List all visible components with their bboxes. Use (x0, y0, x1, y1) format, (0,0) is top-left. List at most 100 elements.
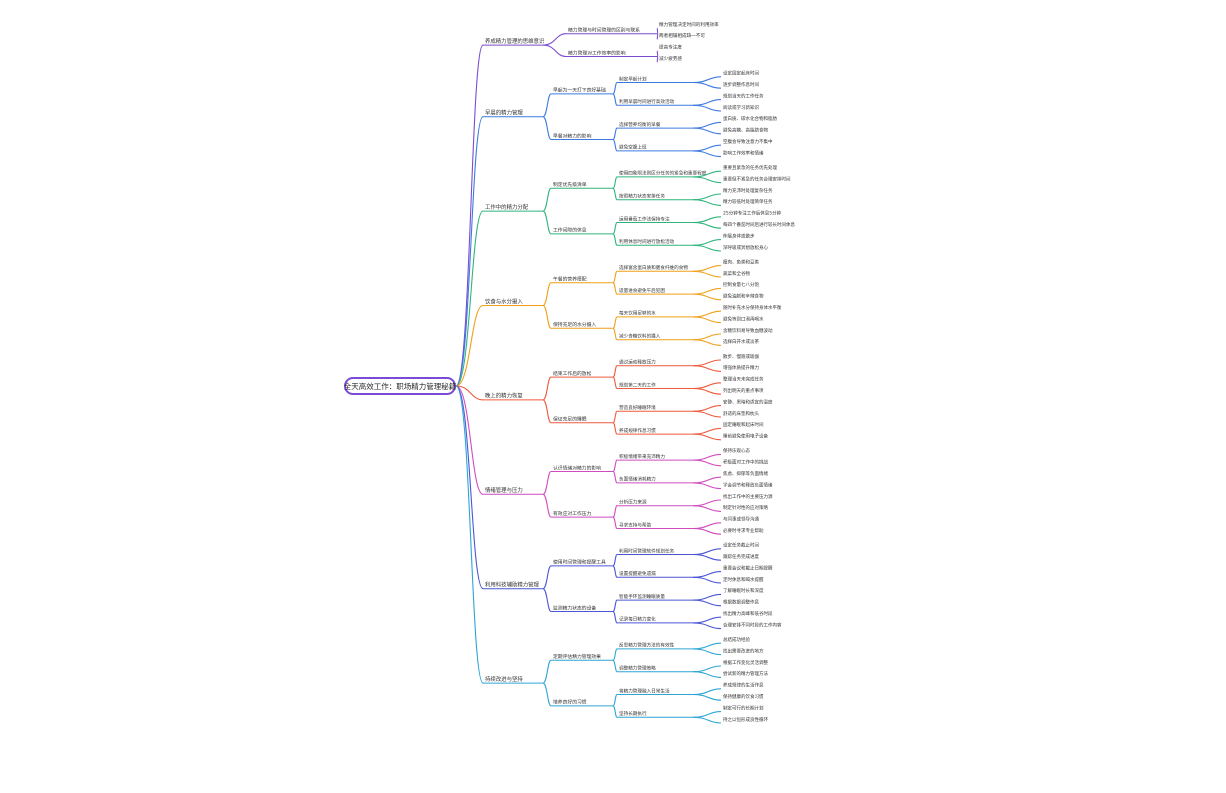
leaf-7-1-0-1[interactable]: 保持健康的饮食习惯 (723, 693, 764, 700)
node-l1-0[interactable]: 养成精力管理的思维意识 (485, 37, 545, 45)
node-l3-3-1-0[interactable]: 每天饮用足够的水 (619, 310, 656, 317)
leaf-1-0-0-1[interactable]: 逐步调整作息时间 (723, 81, 759, 88)
node-l2-7-0[interactable]: 定期评估精力管理效果 (553, 653, 601, 660)
node-l3-3-0-1[interactable]: 适量进食避免午后犯困 (619, 287, 665, 294)
node-l3-1-1-0[interactable]: 选择营养均衡的早餐 (619, 121, 661, 128)
leaf-1-0-0-0[interactable]: 设定固定起床时间 (723, 70, 759, 77)
node-l3-7-0-0[interactable]: 反思精力管理方法的有效性 (619, 642, 675, 649)
node-l2-0-0[interactable]: 精力管理与时间管理的区别与联系 (568, 27, 640, 34)
node-l2-2-1[interactable]: 工作间隙的休息 (553, 227, 587, 234)
node-l2-3-0[interactable]: 午餐的营养搭配 (553, 276, 587, 283)
leaf-5-1-1-1[interactable]: 必要时寻求专业帮助 (723, 527, 764, 534)
leaf-1-0-1-1[interactable]: 阅读或学习新知识 (723, 104, 759, 111)
leaf-2-1-0-0[interactable]: 25分钟专注工作后休息5分钟 (723, 210, 782, 217)
node-l3-6-0-0[interactable]: 利用时间管理软件规划任务 (619, 547, 675, 554)
leaf-1-1-1-0[interactable]: 空腹会导致注意力不集中 (723, 138, 773, 145)
root-node[interactable]: 全天高效工作：职场精力管理秘籍 (344, 377, 456, 395)
node-l3-1-0-1[interactable]: 利用早晨时间进行高效活动 (619, 98, 675, 105)
node-l3-5-1-1[interactable]: 寻求支持与帮助 (619, 521, 652, 528)
node-l3-4-1-0[interactable]: 营造良好睡眠环境 (619, 404, 656, 411)
leaf-2-0-1-0[interactable]: 精力充沛时处理复杂任务 (723, 187, 773, 194)
node-l3-6-1-1[interactable]: 记录每日精力变化 (619, 616, 656, 623)
node-l2-5-1[interactable]: 有效应对工作压力 (553, 510, 592, 517)
leaf-3-1-0-1[interactable]: 避免等到口渴再喝水 (723, 315, 764, 322)
leaf-6-1-0-0[interactable]: 了解睡眠时长和深度 (723, 587, 764, 594)
leaf-7-1-1-1[interactable]: 持之以恒形成良性循环 (723, 716, 768, 723)
leaf-7-0-1-0[interactable]: 根据工作变化灵活调整 (723, 659, 768, 666)
leaf-3-1-1-1[interactable]: 选择白开水或淡茶 (723, 338, 759, 345)
leaf-6-0-0-0[interactable]: 设定任务截止时间 (723, 542, 759, 549)
leaf-2-0-1-1[interactable]: 精力较低时处理简单任务 (723, 198, 773, 205)
node-l2-0-1[interactable]: 精力管理对工作效率的影响 (568, 49, 626, 56)
leaf-0-0-1[interactable]: 两者相辅相成缺一不可 (659, 32, 705, 39)
node-l3-2-0-0[interactable]: 使用四象限法则区分任务的紧急和重要程度 (619, 170, 707, 177)
node-l3-2-1-0[interactable]: 运用番茄工作法保持专注 (619, 215, 670, 222)
leaf-4-0-0-0[interactable]: 散步、慢跑或瑜伽 (723, 353, 759, 360)
node-l3-4-1-1[interactable]: 养成规律作息习惯 (619, 427, 656, 434)
node-l1-7[interactable]: 持续改进与坚持 (485, 675, 523, 683)
node-l3-6-0-1[interactable]: 设置提醒避免遗漏 (619, 570, 656, 577)
node-l3-4-0-0[interactable]: 通过运动释放压力 (619, 359, 656, 366)
leaf-1-1-1-1[interactable]: 影响工作效率和情绪 (723, 149, 764, 156)
leaf-4-1-1-1[interactable]: 睡前避免使用电子设备 (723, 433, 768, 440)
node-l1-6[interactable]: 利用科技辅助精力管理 (485, 581, 540, 589)
leaf-3-0-0-1[interactable]: 蔬菜和全谷物 (723, 270, 750, 277)
node-l3-7-1-0[interactable]: 将精力管理融入日常生活 (619, 687, 670, 694)
node-l3-5-0-1[interactable]: 负面情绪消耗精力 (619, 476, 656, 483)
node-l3-2-0-1[interactable]: 按照精力状态安排任务 (619, 193, 665, 200)
leaf-3-0-1-0[interactable]: 控制食量七八分饱 (723, 281, 759, 288)
leaf-4-1-0-0[interactable]: 安静、黑暗和适宜的温度 (723, 398, 773, 405)
node-l3-5-1-0[interactable]: 分析压力来源 (619, 499, 647, 506)
leaf-3-0-1-1[interactable]: 避免油腻和辛辣食物 (723, 293, 764, 300)
node-l3-4-0-1[interactable]: 规划第二天的工作 (619, 381, 656, 388)
leaf-4-0-0-1[interactable]: 增强体质提升精力 (723, 364, 759, 371)
leaf-5-0-0-1[interactable]: 积极面对工作中的挑战 (723, 459, 768, 466)
leaf-6-0-1-0[interactable]: 重要会议和截止日期提醒 (723, 564, 773, 571)
leaf-0-1-1[interactable]: 减少疲劳感 (659, 55, 682, 62)
leaf-2-0-0-1[interactable]: 重要但不紧急的任务合理安排时间 (723, 175, 791, 182)
node-l3-1-0-0[interactable]: 制定早起计划 (619, 75, 647, 82)
node-l3-7-0-1[interactable]: 调整精力管理策略 (619, 665, 656, 672)
leaf-2-1-1-1[interactable]: 深呼吸或冥想放松身心 (723, 244, 768, 251)
node-l2-4-1[interactable]: 保证充足的睡眠 (553, 416, 587, 423)
leaf-1-1-0-0[interactable]: 蛋白质、碳水化合物和脂肪 (723, 115, 777, 122)
node-l2-3-1[interactable]: 保持充足的水分摄入 (553, 321, 596, 328)
node-l3-2-1-1[interactable]: 利用休息时间进行放松活动 (619, 238, 675, 245)
leaf-4-1-0-1[interactable]: 舒适的床垫和枕头 (723, 410, 759, 417)
node-l2-6-1[interactable]: 监测精力状态的设备 (553, 604, 596, 611)
leaf-0-0-0[interactable]: 精力管理决定时间的利用效率 (659, 21, 719, 28)
leaf-5-1-0-1[interactable]: 制定针对性的应对策略 (723, 504, 768, 511)
node-l2-4-0[interactable]: 结束工作后的放松 (553, 370, 592, 377)
leaf-5-0-1-1[interactable]: 学会调节和释放负面情绪 (723, 481, 773, 488)
leaf-6-1-0-1[interactable]: 根据数据调整作息 (723, 599, 759, 606)
leaf-6-0-0-1[interactable]: 跟踪任务完成进度 (723, 553, 759, 560)
leaf-7-0-0-0[interactable]: 总结成功经验 (723, 636, 750, 643)
leaf-4-0-1-1[interactable]: 列出明天的重点事项 (723, 387, 764, 394)
leaf-6-0-1-1[interactable]: 定时休息和喝水提醒 (723, 576, 764, 583)
leaf-2-1-1-0[interactable]: 伸展身体或散步 (723, 232, 755, 239)
node-l3-3-0-0[interactable]: 选择富含蛋白质和膳食纤维的食物 (619, 264, 688, 271)
leaf-5-0-1-0[interactable]: 焦虑、抑郁等负面情绪 (723, 470, 768, 477)
leaf-5-0-0-0[interactable]: 保持乐观心态 (723, 447, 750, 454)
leaf-6-1-1-1[interactable]: 合理安排不同时段的工作内容 (723, 621, 782, 628)
leaf-2-1-0-1[interactable]: 每四个番茄时间后进行较长时间休息 (723, 221, 795, 228)
leaf-1-1-0-1[interactable]: 避免高糖、高脂肪食物 (723, 127, 768, 134)
node-l2-1-1[interactable]: 早餐对精力的影响 (553, 132, 592, 139)
leaf-6-1-1-0[interactable]: 找出精力高峰和低谷时段 (723, 610, 773, 617)
leaf-4-0-1-0[interactable]: 整理当天未完成任务 (723, 376, 764, 383)
leaf-3-1-1-0[interactable]: 含糖饮料易导致血糖波动 (723, 327, 773, 334)
node-l2-7-1[interactable]: 培养良好的习惯 (553, 699, 587, 706)
leaf-3-0-0-0[interactable]: 瘦肉、鱼类和豆类 (723, 258, 759, 265)
leaf-7-1-0-0[interactable]: 养成规律的生活作息 (723, 682, 764, 689)
node-l3-3-1-1[interactable]: 减少含糖饮料的摄入 (619, 333, 661, 340)
node-l3-6-1-0[interactable]: 智能手环监测睡眠质量 (619, 593, 665, 600)
node-l2-5-0[interactable]: 认识情绪对精力的影响 (553, 464, 601, 471)
leaf-2-0-0-0[interactable]: 重要且紧急的任务优先处理 (723, 164, 777, 171)
leaf-4-1-1-0[interactable]: 固定睡眠和起床时间 (723, 421, 764, 428)
node-l3-7-1-1[interactable]: 坚持长期执行 (619, 710, 647, 717)
node-l1-3[interactable]: 饮食与水分摄入 (485, 297, 523, 305)
leaf-7-1-1-0[interactable]: 制定可行的长期计划 (723, 704, 764, 711)
leaf-0-1-0[interactable]: 提高专注度 (659, 44, 682, 51)
node-l1-4[interactable]: 晚上的精力恢复 (485, 392, 523, 400)
node-l2-2-0[interactable]: 制定优先级清单 (553, 181, 587, 188)
